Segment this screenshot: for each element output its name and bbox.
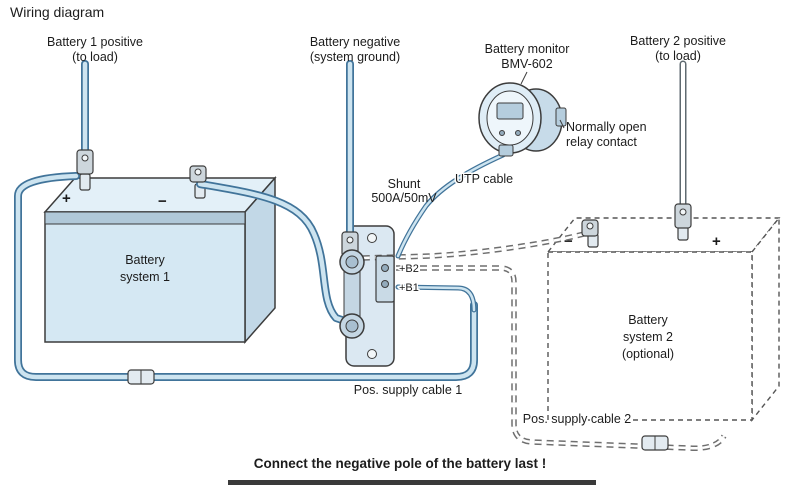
cable-utp [395,152,506,259]
label-battery1-positive-line1: Battery 1 positive [47,35,143,49]
battery1-label-line2: system 1 [120,270,170,284]
lug-battery1-positive-hole [81,154,89,162]
monitor-button-left [499,130,505,136]
lug-battery2-negative-hole [586,222,594,230]
shunt-pcb [375,255,395,303]
label-battery-negative-line1: Battery negative [310,35,400,49]
leader-relay-label [559,119,565,129]
bottom-edge-strip [228,480,596,485]
battery2-front-face [547,251,753,421]
label-terminal-b2: +B2 [399,263,419,275]
battery-monitor [478,82,567,157]
shunt-mount-hole-top [367,233,377,243]
battery1-minus-sign: − [158,193,167,210]
label-terminal-b1: +B1 [399,282,419,294]
labels: Wiring diagram Battery 1 positive (to lo… [10,4,726,471]
battery1-front-face [44,211,246,343]
battery-1: + − Battery system 1 [43,173,277,344]
lug-battery1-negative-hole [194,168,202,176]
lug-battery2-positive-hole [679,208,687,216]
ferrules [127,369,669,451]
leader-monitor-label [520,71,528,85]
label-battery2-positive-line2: (to load) [655,49,701,63]
battery1-positive-post [79,173,91,191]
shunt-pcb-screw-b1 [381,280,389,288]
label-utp-cable: UTP cable [455,172,513,186]
battery2-label-line1: Battery [628,313,668,327]
wire-to-b1-fill [396,285,476,312]
label-battery2-positive-line1: Battery 2 positive [630,34,726,48]
cable-pos-supply-2-fill [396,266,726,450]
monitor-button-right [515,130,521,136]
cables [14,60,727,451]
battery2-label-line2: system 2 [623,330,673,344]
battery2-plus-sign: + [712,233,721,250]
leader-lines [520,71,565,129]
monitor-display [496,102,524,120]
page-title: Wiring diagram [10,4,104,20]
cable-battery2-negative-to-shunt-fill [361,232,585,260]
battery-2-optional: − + Battery system 2 (optional) [546,215,781,423]
cable-pos-supply-1-fill [15,173,477,380]
label-pos-supply-cable1: Pos. supply cable 1 [354,383,462,397]
shunt-pcb-screw-b2 [381,264,389,272]
label-relay-line1: Normally open [566,120,647,134]
battery2-label-line3: (optional) [622,347,674,361]
cable-utp-fill [396,153,505,258]
footer-warning: Connect the negative pole of the battery… [254,456,547,471]
monitor-relay-tab [555,107,567,127]
battery1-plus-sign: + [62,190,71,207]
lug-shunt-ground-hole [346,236,354,244]
shunt-bolt-top-nut [345,255,359,269]
cable-battery1-negative-to-shunt-fill [197,181,351,325]
lug-battery2-positive [674,203,692,229]
label-battery1-positive-line2: (to load) [72,50,118,64]
label-battery-monitor-line1: Battery monitor [485,42,570,56]
shunt [339,249,395,339]
battery1-label-line1: Battery [125,253,165,267]
label-battery-monitor-line2: BMV-602 [501,57,552,71]
battery2-minus-sign: − [564,233,573,250]
label-shunt-line1: Shunt [388,177,421,191]
lug-battery1-positive [76,149,94,175]
label-relay-line2: relay contact [566,135,637,149]
battery2-right-face [751,215,780,423]
label-shunt-line2: 500A/50mV [371,191,437,205]
shunt-bolt-bottom-nut [345,319,359,333]
shunt-mount-hole-bottom [367,349,377,359]
battery1-lid-band [44,211,246,225]
monitor-utp-connector [498,144,514,157]
label-pos-supply-cable2: Pos. supply cable 2 [523,412,631,426]
label-battery-negative-line2: (system ground) [310,50,400,64]
